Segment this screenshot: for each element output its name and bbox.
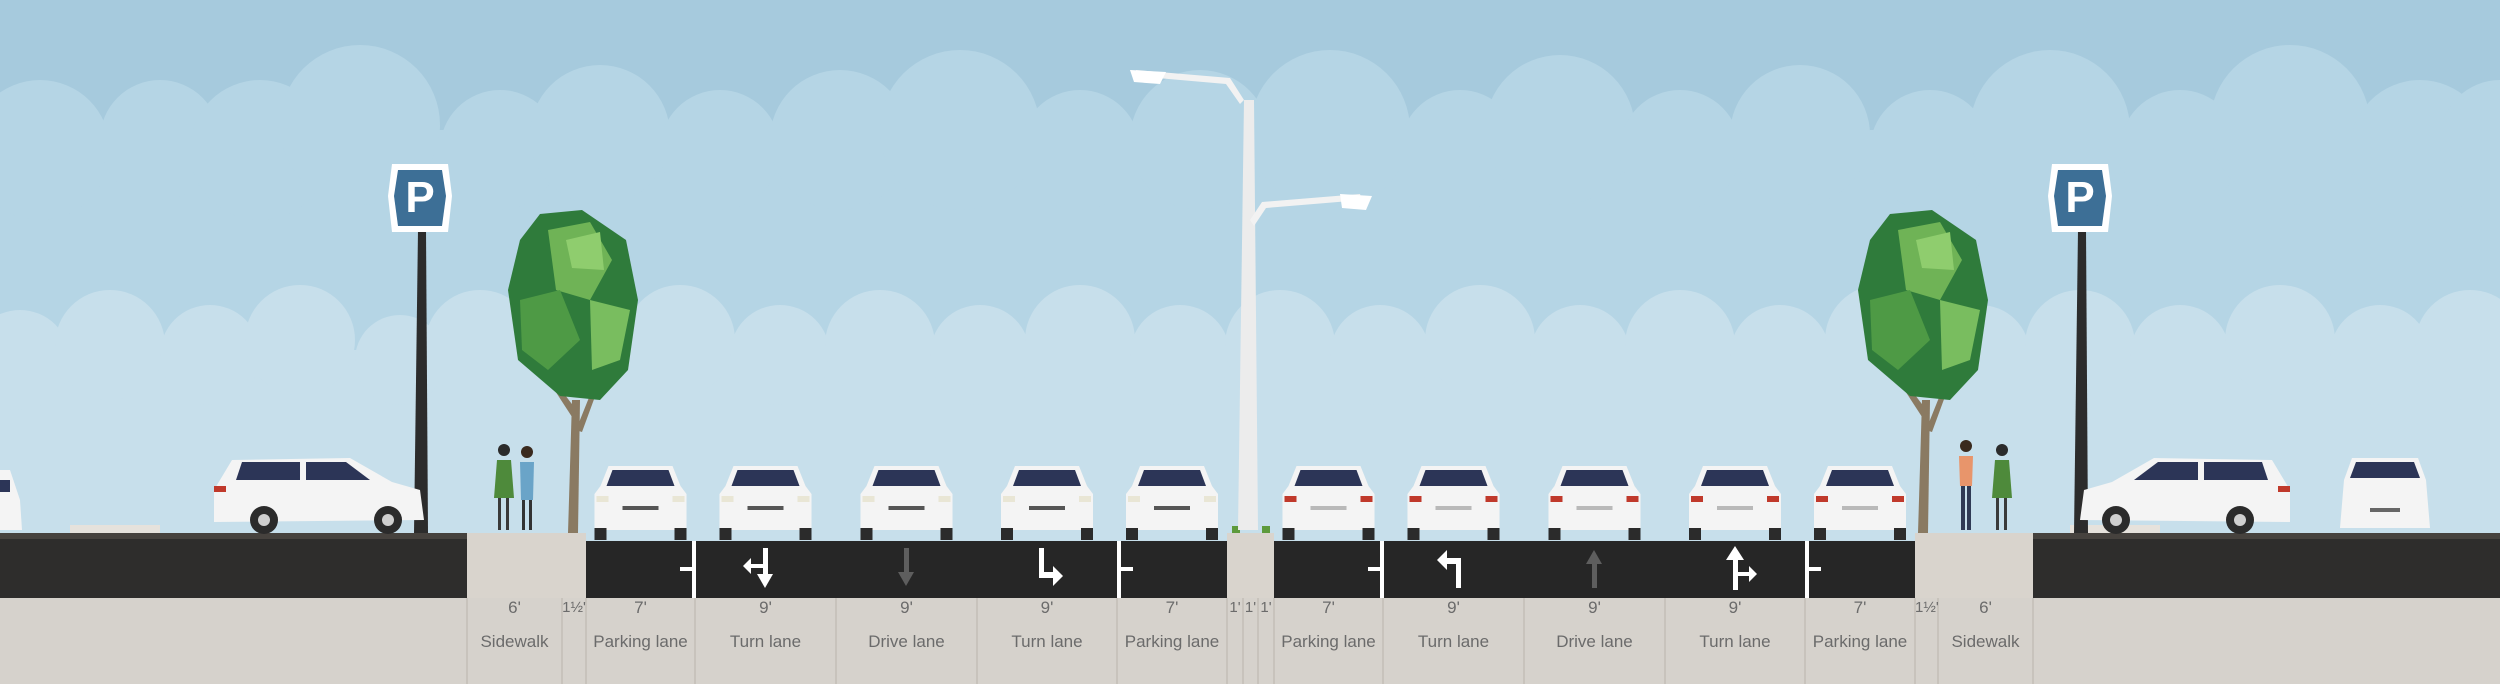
lane-markings (680, 541, 1821, 598)
label-strip (0, 598, 2500, 684)
car-front-view (594, 466, 687, 540)
car-front-far-right (2340, 458, 2430, 528)
car-front-view (1001, 466, 1093, 540)
left-turn-arrow-icon (1437, 550, 1461, 588)
parking-sign-letter: P (405, 173, 434, 222)
car-front-view (1689, 466, 1781, 540)
tree-right (1858, 210, 1988, 533)
label-separators (466, 598, 2034, 684)
straight-right-arrow-icon (1726, 546, 1757, 590)
car-front-view (1282, 466, 1375, 540)
parking-sign-letter: P (2065, 173, 2094, 222)
outer-road-right (2033, 533, 2500, 598)
pedestrian-left-1 (494, 444, 514, 530)
straight-arrow-icon (898, 548, 914, 586)
car-front-view (1814, 466, 1906, 540)
pedestrian-right-1 (1959, 440, 1973, 530)
straight-arrow-icon (1586, 550, 1602, 588)
car-edge-left (0, 470, 22, 530)
pedestrian-right-2 (1992, 444, 2012, 530)
pedestrian-left-2 (520, 446, 534, 530)
car-side-left (214, 458, 424, 534)
car-front-view (1548, 466, 1641, 540)
car-front-view (1126, 466, 1218, 540)
parked-cars (594, 466, 1906, 540)
sidewalk-left-surface (467, 533, 586, 598)
car-side-right (2080, 458, 2290, 534)
median-surface (1227, 533, 1274, 598)
car-front-view (719, 466, 812, 540)
outer-road-left (0, 533, 467, 598)
car-front-view (1407, 466, 1500, 540)
left-turn-straight-arrow-icon (743, 548, 773, 588)
tree-left (508, 210, 638, 533)
right-turn-arrow-icon (1039, 548, 1063, 586)
sidewalk-right-surface (1915, 533, 2033, 598)
parking-sign-right: P (2048, 164, 2112, 533)
car-front-view (860, 466, 953, 540)
parking-sign-left: P (388, 164, 452, 533)
street-light (1130, 70, 1372, 530)
